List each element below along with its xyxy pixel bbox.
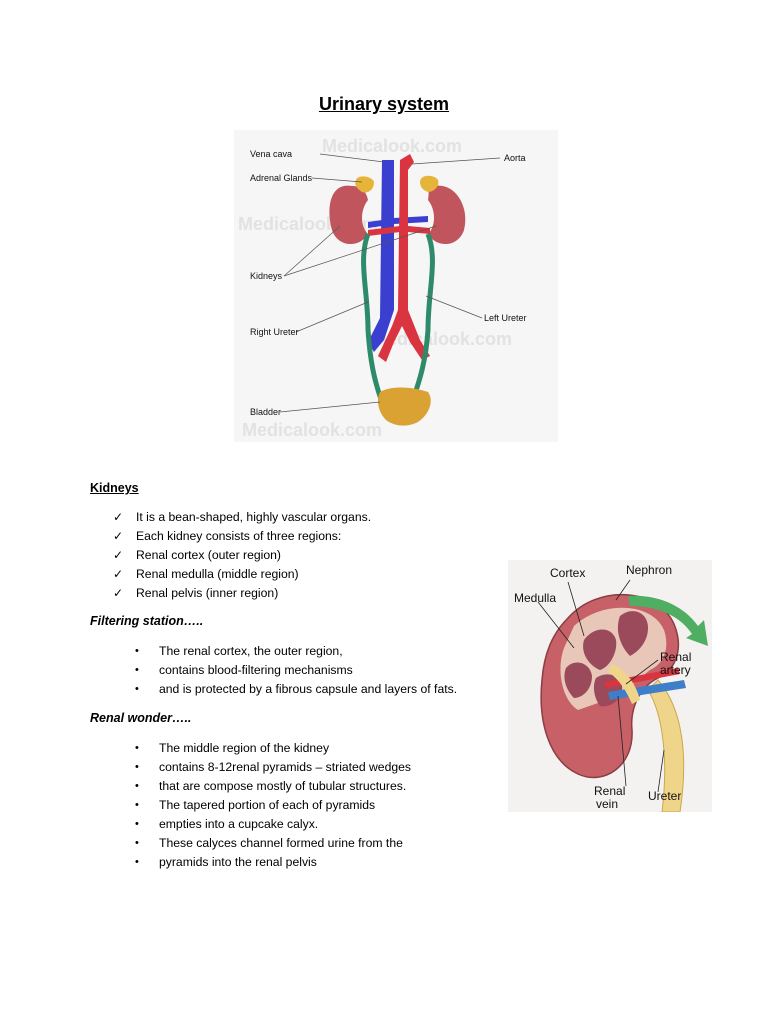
label-renal-artery-line1: Renal: [660, 650, 691, 664]
label-nephron: Nephron: [626, 563, 672, 577]
left-adrenal-gland-shape: [355, 176, 374, 193]
list-item: •The renal cortex, the outer region,: [135, 642, 457, 661]
check-icon: ✓: [113, 586, 124, 600]
label-left-ureter: Left Ureter: [484, 313, 527, 323]
list-item: •that are compose mostly of tubular stru…: [135, 777, 411, 796]
bullet-icon: •: [135, 780, 139, 792]
aorta-shape: [378, 154, 430, 362]
list-item: •The middle region of the kidney: [135, 739, 411, 758]
list-item: ✓Renal pelvis (inner region): [113, 584, 371, 603]
bullet-icon: •: [135, 856, 139, 868]
list-item: •pyramids into the renal pelvis: [135, 853, 411, 872]
renal-vein-shape: [608, 680, 686, 700]
list-item: •empties into a cupcake calyx.: [135, 815, 411, 834]
bullet-icon: •: [135, 742, 139, 754]
label-renal-vein-line1: Renal: [594, 784, 625, 798]
check-icon: ✓: [113, 529, 124, 543]
pyramid-shape: [583, 629, 617, 670]
bullet-icon: •: [135, 645, 139, 657]
filtering-list: •The renal cortex, the outer region, •co…: [135, 642, 457, 699]
list-item: •contains 8-12renal pyramids – striated …: [135, 758, 411, 777]
right-adrenal-gland-shape: [420, 175, 439, 192]
renal-wonder-list: •The middle region of the kidney •contai…: [135, 739, 411, 872]
bullet-icon: •: [135, 799, 139, 811]
left-kidney-shape: [329, 185, 368, 245]
list-item: ✓Each kidney consists of three regions:: [113, 527, 371, 546]
bullet-icon: •: [135, 837, 139, 849]
label-kidneys: Kidneys: [250, 271, 283, 281]
right-ureter-shape: [361, 233, 385, 403]
label-right-ureter: Right Ureter: [250, 327, 299, 337]
watermark-text: Medicalook.com: [322, 136, 462, 156]
list-item: •These calyces channel formed urine from…: [135, 834, 411, 853]
right-kidney-shape: [428, 185, 466, 245]
label-renal-artery-line2: artery: [660, 663, 691, 677]
label-vena-cava: Vena cava: [250, 149, 292, 159]
check-icon: ✓: [113, 567, 124, 581]
label-adrenal-glands: Adrenal Glands: [250, 173, 313, 183]
label-ureter: Ureter: [648, 789, 681, 803]
label-renal-vein-line2: vein: [596, 797, 618, 811]
label-bladder: Bladder: [250, 407, 281, 417]
bullet-icon: •: [135, 683, 139, 695]
label-cortex: Cortex: [550, 566, 585, 580]
renal-wonder-heading: Renal wonder…..: [90, 711, 192, 725]
label-aorta: Aorta: [504, 153, 526, 163]
check-icon: ✓: [113, 548, 124, 562]
bullet-icon: •: [135, 664, 139, 676]
list-item: ✓Renal cortex (outer region): [113, 546, 371, 565]
flow-arrow-shape: [628, 595, 708, 646]
vena-cava-shape: [368, 160, 394, 352]
kidneys-heading: Kidneys: [90, 481, 139, 495]
list-item: •The tapered portion of each of pyramids: [135, 796, 411, 815]
list-item: •contains blood-filtering mechanisms: [135, 661, 457, 680]
kidneys-list: ✓It is a bean-shaped, highly vascular or…: [113, 508, 371, 603]
page-title: Urinary system: [318, 94, 450, 114]
watermark-text: Medicalook.com: [242, 420, 382, 440]
pyramid-shape: [564, 662, 592, 698]
bullet-icon: •: [135, 761, 139, 773]
pyramid-shape: [617, 611, 648, 656]
left-ureter-shape: [409, 233, 435, 403]
kidney-cross-section-diagram: Cortex Nephron Medulla Renal artery Rena…: [508, 560, 712, 812]
urinary-system-diagram: Medicalook.com Medicalook.com Medicalook…: [234, 130, 558, 442]
check-icon: ✓: [113, 510, 124, 524]
list-item: •and is protected by a fibrous capsule a…: [135, 680, 457, 699]
label-medulla: Medulla: [514, 591, 556, 605]
ureter-shape: [647, 679, 685, 812]
bladder-shape: [378, 387, 431, 426]
filtering-heading: Filtering station…..: [90, 614, 204, 628]
list-item: ✓Renal medulla (middle region): [113, 565, 371, 584]
list-item: ✓It is a bean-shaped, highly vascular or…: [113, 508, 371, 527]
bullet-icon: •: [135, 818, 139, 830]
